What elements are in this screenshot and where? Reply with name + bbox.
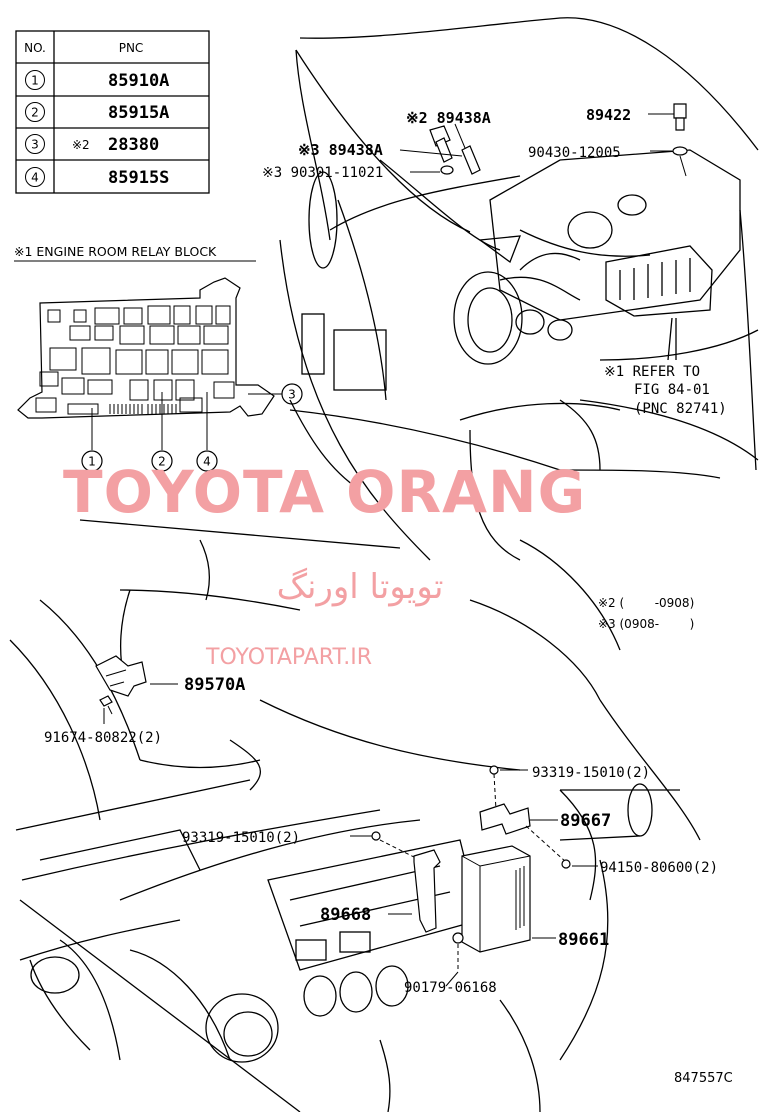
part-number-89661: 89661 [558, 930, 609, 950]
pnc-row-no: 1 [31, 74, 39, 88]
watermark-persian: تویوتا اورنگ [277, 567, 444, 607]
pnc-table: NO. PNC 1 85910A 2 85915A 3 ※2 28380 4 8… [15, 30, 210, 194]
refer-note-line1: ※1 REFER TO [604, 364, 700, 380]
relay-callout: 3 [288, 388, 296, 402]
pnc-row-value: 85915S [108, 168, 169, 188]
pnc-table-header-no: NO. [24, 41, 46, 55]
watermark-site: TOYOTAPART.IR [205, 645, 372, 670]
pnc-row-note: ※2 [72, 138, 90, 152]
engine-sensors: ※2 89438A ※3 89438A ※3 90301-11021 89422… [262, 103, 727, 417]
part-number-91674: 91674-80822(2) [44, 730, 162, 746]
figure-id: 847557C [674, 1071, 733, 1086]
note-2: ※2 ( -0908) [598, 596, 694, 610]
pnc-row-no: 4 [31, 171, 39, 185]
relay-callout: 2 [158, 455, 166, 469]
part-number-89570a: 89570A [184, 675, 245, 695]
pnc-row-value: 85910A [108, 71, 169, 91]
pnc-row-no: 3 [31, 138, 39, 152]
part-number-89668: 89668 [320, 905, 371, 925]
part-number-89667: 89667 [560, 811, 611, 831]
part-number-89438a-3: ※3 89438A [298, 141, 383, 159]
part-number-93319-top: 93319-15010(2) [532, 765, 650, 781]
relay-callout: 4 [203, 455, 211, 469]
interior-illustration [9, 519, 701, 1112]
engine-room-relay-block: ※1 ENGINE ROOM RELAY BLOCK [14, 244, 303, 472]
part-number-93319-left: 93319-15010(2) [182, 830, 300, 846]
part-number-89438a-2: ※2 89438A [406, 109, 491, 127]
pnc-row-no: 2 [31, 106, 39, 120]
note-3: ※3 (0908- ) [598, 617, 694, 631]
pnc-row-value: 85915A [108, 103, 169, 123]
part-number-90179: 90179-06168 [404, 980, 497, 996]
part-number-90430: 90430-12005 [528, 145, 621, 161]
ecu-parts: 89570A 91674-80822(2) 93319-15010(2) 896… [44, 655, 718, 996]
watermark: TOYOTA ORANG تویوتا اورنگ TOYOTAPART.IR [63, 458, 586, 670]
part-number-94150: 94150-80600(2) [600, 860, 718, 876]
relay-block-title: ※1 ENGINE ROOM RELAY BLOCK [14, 244, 217, 259]
part-number-90301: ※3 90301-11021 [262, 165, 383, 181]
relay-callout: 1 [88, 455, 96, 469]
watermark-brand: TOYOTA ORANG [63, 458, 586, 526]
refer-note-line2: FIG 84-01 [634, 382, 710, 398]
vehicle-front-illustration [279, 17, 759, 561]
refer-note-line3: (PNC 82741) [634, 401, 727, 417]
pnc-table-header-pnc: PNC [119, 41, 144, 55]
pnc-row-value: 28380 [108, 135, 159, 155]
part-number-89422: 89422 [586, 106, 631, 124]
